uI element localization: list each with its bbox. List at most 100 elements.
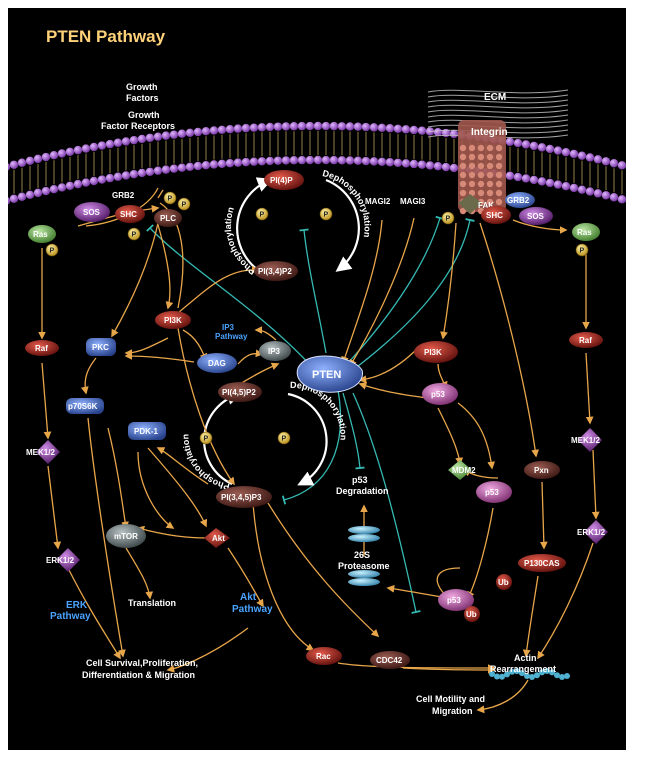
- svg-text:Raf: Raf: [579, 336, 592, 345]
- node-ras-left: Ras: [28, 225, 56, 243]
- node-erk-left: ERK1/2: [46, 548, 80, 572]
- node-sos-left: SOS: [74, 202, 110, 222]
- node-erk-right: ERK1/2: [577, 520, 608, 544]
- node-pi34p2: PI(3,4)P2: [254, 261, 298, 281]
- node-p130cas: P130CAS: [518, 554, 566, 572]
- node-mdm2: MDM2: [448, 460, 476, 480]
- node-pi3k-left: PI3K: [155, 311, 191, 329]
- node-pkc: PKC: [86, 338, 116, 356]
- pathway-nodes: Ras SOS GRB2 SHC PLC PI(4)P PI(3,4)P2 MA…: [25, 170, 608, 669]
- diagram-title: PTEN Pathway: [46, 27, 166, 46]
- svg-text:P: P: [204, 436, 209, 443]
- svg-text:P: P: [282, 436, 287, 443]
- svg-text:FAK: FAK: [478, 201, 494, 210]
- svg-text:P: P: [446, 216, 451, 223]
- actin-filament: [489, 668, 570, 680]
- node-grb2-right: GRB2: [505, 192, 535, 208]
- svg-text:P: P: [260, 212, 265, 219]
- svg-text:Akt: Akt: [212, 534, 225, 543]
- ecm-label: ECM: [484, 92, 506, 103]
- svg-text:P130CAS: P130CAS: [524, 559, 560, 568]
- node-cdc42: CDC42: [370, 651, 410, 669]
- node-pxn: Pxn: [524, 461, 560, 479]
- p53-degradation-label-1: p53: [352, 475, 368, 485]
- svg-text:Pxn: Pxn: [534, 466, 549, 475]
- node-magi3: MAGI3: [400, 197, 426, 206]
- ecm-integrin-complex: [427, 89, 569, 215]
- svg-text:PLC: PLC: [160, 214, 176, 223]
- svg-text:P: P: [324, 212, 329, 219]
- cell-motility-label-2: Migration: [432, 706, 473, 716]
- svg-text:PI(4)P: PI(4)P: [270, 176, 293, 185]
- node-grb2-left: GRB2: [112, 191, 135, 200]
- node-ras-right: Ras: [572, 223, 600, 241]
- actin-label-2: Rearrangement: [490, 664, 556, 674]
- node-dag: DAG: [197, 353, 237, 373]
- svg-text:mTOR: mTOR: [114, 532, 138, 541]
- node-pip3: PI(3,4,5)P3: [216, 486, 272, 508]
- svg-text:IP3: IP3: [268, 347, 281, 356]
- svg-text:PI3K: PI3K: [164, 316, 182, 325]
- pathway-diagram: PTEN Pathway Growth Factors Growth Facto…: [8, 8, 626, 750]
- growth-factors-label-2: Factors: [126, 93, 159, 103]
- svg-text:p53: p53: [431, 390, 445, 399]
- cell-survival-label-2: Differentiation & Migration: [82, 670, 195, 680]
- node-pten: PTEN: [296, 355, 363, 393]
- cell-motility-label-1: Cell Motility and: [416, 694, 485, 704]
- node-pi3k-right: PI3K: [414, 341, 458, 363]
- node-mek-right: MEK1/2: [571, 428, 602, 452]
- svg-text:PI(3,4,5)P3: PI(3,4,5)P3: [221, 493, 262, 502]
- node-p53-b: p53: [476, 481, 512, 503]
- svg-text:P: P: [182, 202, 187, 209]
- node-magi2: MAGI2: [365, 197, 391, 206]
- svg-text:p53: p53: [485, 488, 499, 497]
- node-raf-right: Raf: [569, 332, 603, 348]
- svg-text:PI3K: PI3K: [424, 348, 442, 357]
- svg-text:SHC: SHC: [120, 210, 137, 219]
- svg-text:MEK1/2: MEK1/2: [26, 448, 55, 457]
- svg-text:p53: p53: [447, 596, 461, 605]
- svg-text:Ub: Ub: [466, 610, 477, 619]
- svg-text:PI(3,4)P2: PI(3,4)P2: [258, 267, 292, 276]
- ip3-pathway-label-1: IP3: [222, 323, 235, 332]
- integrin-label: Integrin: [471, 127, 508, 138]
- svg-text:PTEN: PTEN: [312, 369, 341, 381]
- proteasome-shape: [348, 526, 380, 586]
- phosphorylation-arc-upper: Phosphorylation: [223, 206, 257, 277]
- svg-text:Raf: Raf: [35, 344, 48, 353]
- svg-text:MDM2: MDM2: [452, 466, 476, 475]
- pathway-arrows: [38, 177, 600, 714]
- actin-label-1: Actin: [514, 653, 537, 663]
- svg-text:DAG: DAG: [208, 359, 226, 368]
- node-p53-a: p53: [422, 383, 458, 405]
- node-rac: Rac: [306, 647, 342, 665]
- cell-membrane: [8, 121, 626, 205]
- cell-survival-label-1: Cell Survival,Proliferation,: [86, 658, 198, 668]
- akt-pathway-label-2: Pathway: [232, 604, 273, 615]
- node-p53-c: p53: [438, 589, 474, 611]
- ip3-pathway-label-2: Pathway: [215, 332, 248, 341]
- node-ub-a: Ub: [496, 574, 512, 590]
- erk-pathway-label-1: ERK: [66, 600, 88, 611]
- svg-text:P: P: [168, 196, 173, 203]
- svg-text:P: P: [50, 248, 55, 255]
- erk-pathway-label-2: Pathway: [50, 611, 91, 622]
- svg-text:SOS: SOS: [527, 212, 545, 221]
- svg-text:ERK1/2: ERK1/2: [577, 528, 606, 537]
- svg-text:Rac: Rac: [316, 652, 331, 661]
- svg-text:SOS: SOS: [83, 208, 101, 217]
- node-akt: Akt: [204, 528, 230, 548]
- node-shc-left: SHC: [115, 205, 145, 223]
- node-raf-left: Raf: [25, 340, 59, 356]
- svg-text:ERK1/2: ERK1/2: [46, 556, 75, 565]
- svg-text:Ras: Ras: [33, 230, 48, 239]
- svg-text:SHC: SHC: [486, 211, 503, 220]
- node-mtor: mTOR: [106, 524, 146, 548]
- svg-text:p70S6K: p70S6K: [68, 402, 98, 411]
- svg-text:CDC42: CDC42: [376, 656, 403, 665]
- p53-degradation-label-2: Degradation: [336, 486, 389, 496]
- svg-text:MEK1/2: MEK1/2: [571, 436, 600, 445]
- svg-text:Ub: Ub: [498, 578, 509, 587]
- node-ip3: IP3: [259, 341, 291, 361]
- proteasome-label-1: 26S: [354, 550, 370, 560]
